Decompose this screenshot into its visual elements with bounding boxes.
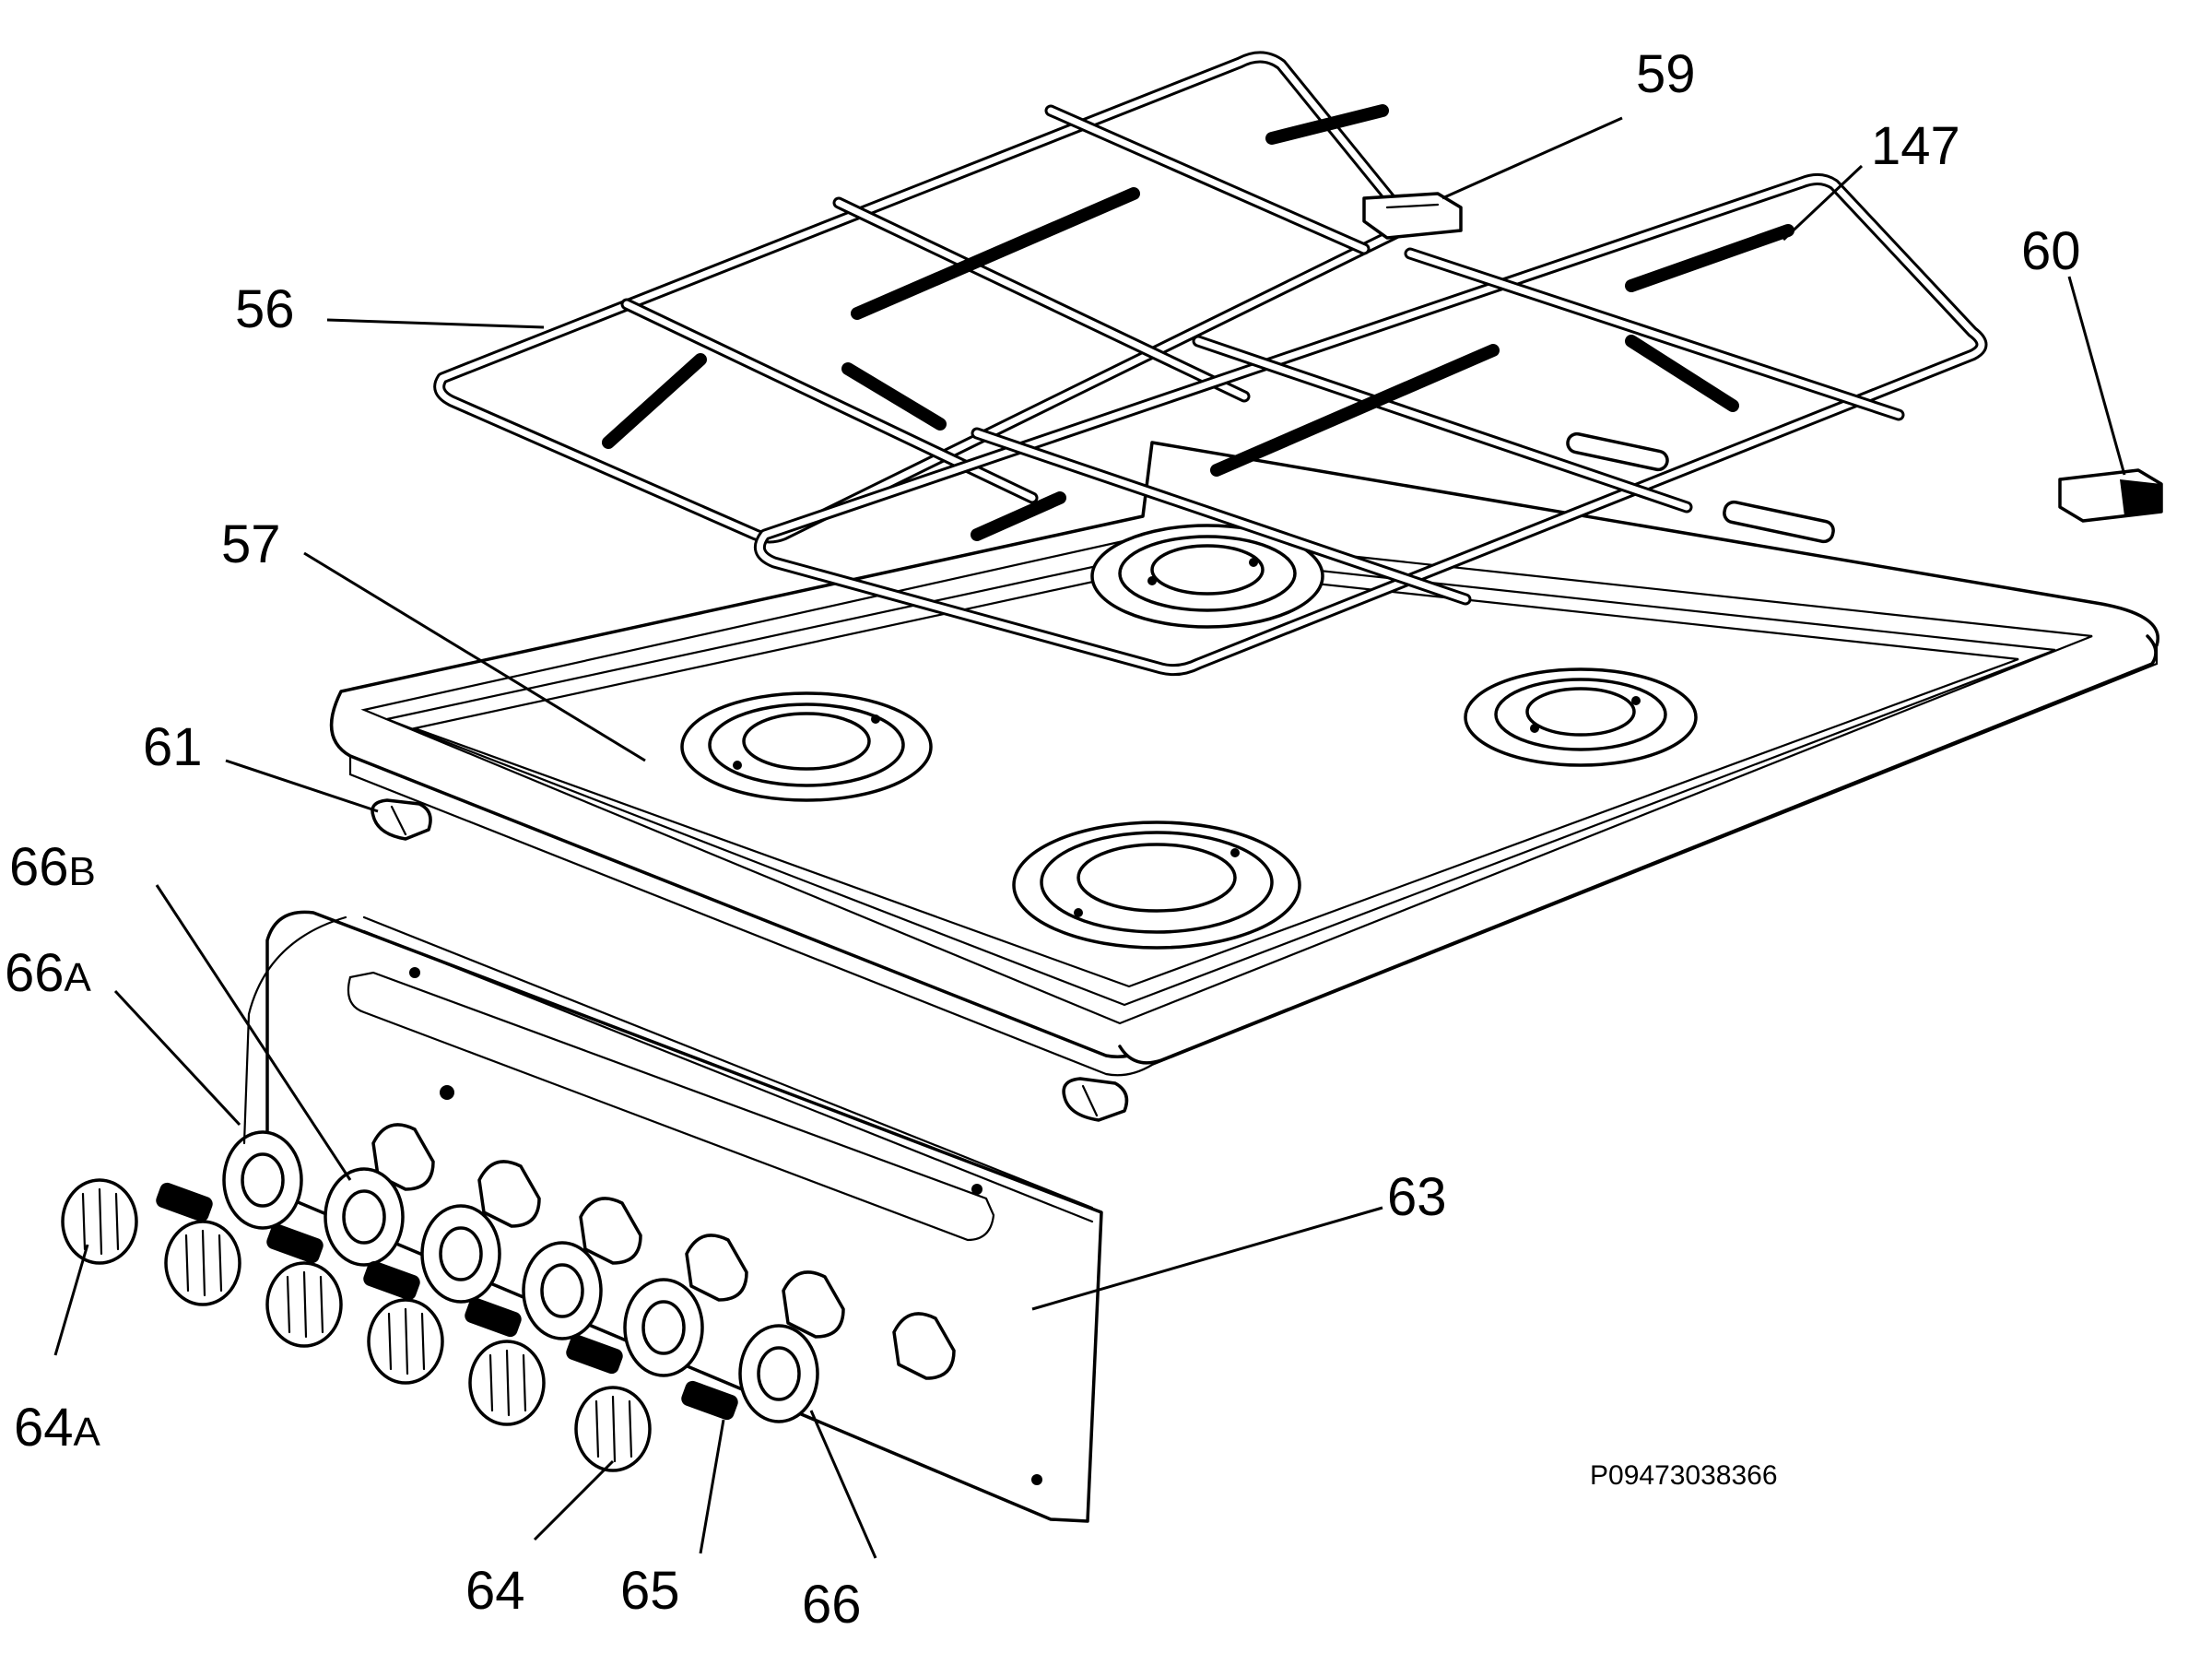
leader-lines — [53, 116, 2126, 1559]
callout-63: 63 — [1387, 1167, 1447, 1227]
hob-top-plate — [329, 431, 2159, 1077]
control-knobs — [61, 1178, 652, 1472]
callout-147: 147 — [1871, 116, 1960, 176]
callout-66a-suffix: A — [65, 955, 92, 1000]
knob-springs — [156, 1182, 738, 1421]
callout-64a-suffix: A — [74, 1410, 101, 1455]
callout-66b: 66B — [9, 837, 96, 897]
callout-66: 66 — [802, 1575, 862, 1635]
callout-66b-number: 66 — [9, 837, 69, 897]
callout-66b-suffix: B — [69, 849, 96, 894]
burner-right — [1464, 667, 1698, 767]
callout-64: 64 — [465, 1561, 525, 1621]
callout-61: 61 — [143, 717, 203, 777]
callout-56: 56 — [235, 279, 295, 339]
foot-61-front — [1062, 1077, 1129, 1122]
clip-part-60 — [2058, 468, 2163, 523]
callout-64a-number: 64 — [14, 1398, 74, 1458]
drawing-code: P09473038366 — [1590, 1460, 1778, 1491]
callout-60: 60 — [2021, 221, 2081, 281]
callout-57: 57 — [221, 514, 281, 574]
callout-65: 65 — [620, 1561, 680, 1621]
foot-61-rear — [371, 798, 432, 841]
burner-rear-center — [1090, 524, 1324, 629]
control-panel-63 — [265, 910, 1103, 1523]
callout-66a: 66A — [5, 943, 92, 1003]
callout-66a-number: 66 — [5, 943, 65, 1003]
ignition-wire — [242, 915, 347, 1145]
knob-openings — [371, 1123, 956, 1380]
callout-59: 59 — [1636, 44, 1696, 104]
burner-left — [680, 691, 933, 802]
pan-support-grid-right — [753, 173, 1988, 677]
burner-front-large — [1012, 821, 1301, 950]
callout-64a: 64A — [14, 1398, 101, 1458]
knob-bezels — [222, 1130, 819, 1423]
grid-clip-59 — [1362, 192, 1463, 240]
